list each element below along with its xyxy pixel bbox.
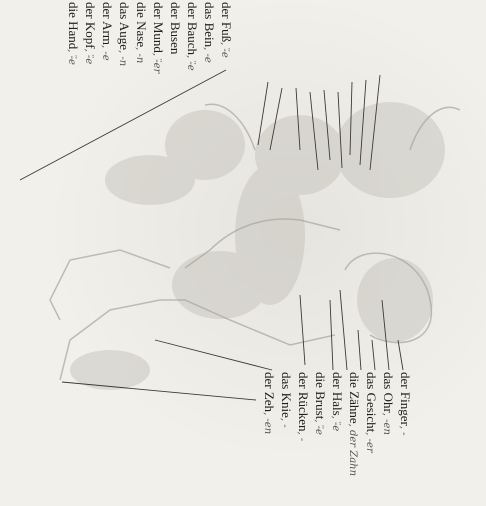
vocab-entry: der Arm, -e <box>99 2 116 73</box>
vocab-entry: das Auge, -n <box>116 2 133 73</box>
left-vocabulary-column: der Fuß, -̈e das Bein, -e der Bauch, -̈e… <box>65 2 235 73</box>
vocab-entry: der Rücken, - <box>295 372 312 476</box>
figure-silhouette <box>70 102 445 390</box>
vocab-entry: die Zähne, der Zahn <box>346 372 363 476</box>
vocab-entry: der Zeh, -en <box>261 372 278 476</box>
vocab-entry: der Finger, - <box>397 372 414 476</box>
vocab-entry: das Knie, - <box>278 372 295 476</box>
vocab-entry: die Nase, -n <box>133 2 150 73</box>
vocab-entry: der Hals, -̈e <box>329 372 346 476</box>
right-vocabulary-column: der Finger, - das Ohr, -en das Gesicht, … <box>261 372 414 476</box>
vocab-entry: das Bein, -e <box>201 2 218 73</box>
vocab-entry: der Mund, -̈er <box>150 2 167 73</box>
vocab-entry: das Gesicht, -er <box>363 372 380 476</box>
vocab-entry: der Kopf, -̈e <box>82 2 99 73</box>
vocab-entry: die Brust, -̈e <box>312 372 329 476</box>
vocab-entry: der Busen <box>167 2 184 73</box>
vocab-entry: der Bauch, -̈e <box>184 2 201 73</box>
vocab-entry: das Ohr, -en <box>380 372 397 476</box>
vocab-entry: der Fuß, -̈e <box>218 2 235 73</box>
vocab-entry: die Hand, -̈e <box>65 2 82 73</box>
